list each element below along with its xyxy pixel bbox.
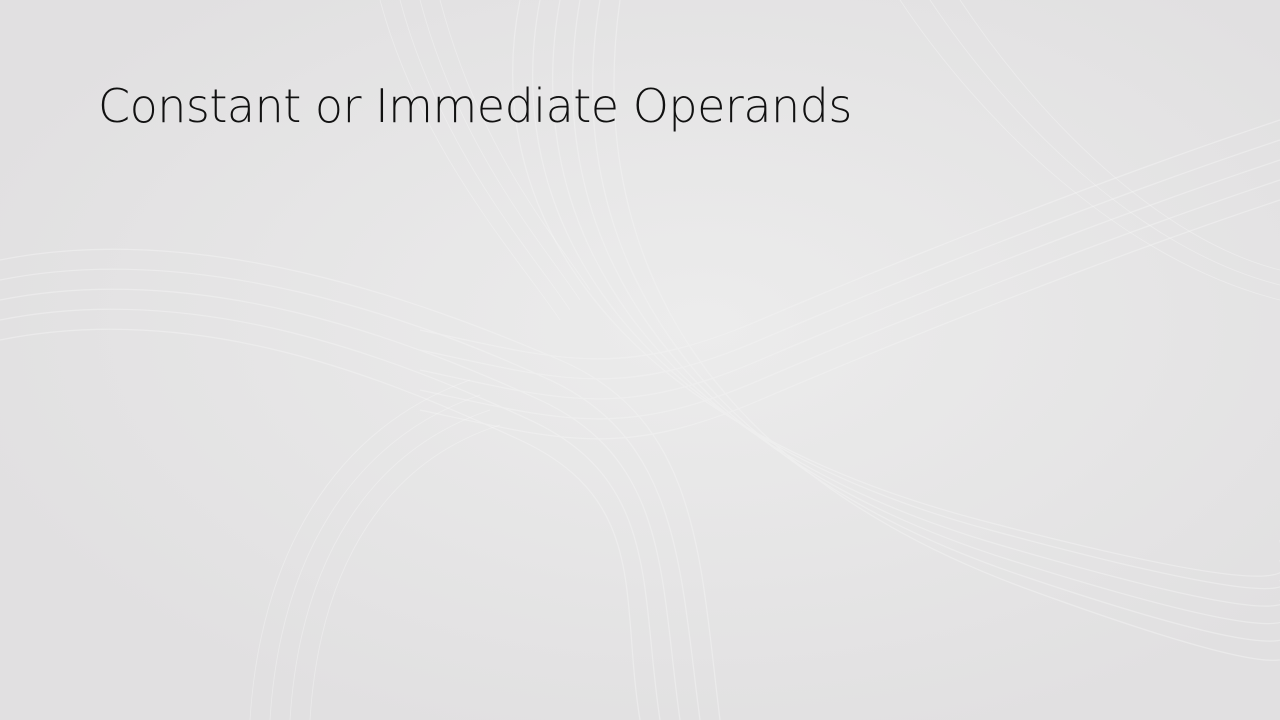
- slide-title: Constant or Immediate Operands: [98, 79, 852, 133]
